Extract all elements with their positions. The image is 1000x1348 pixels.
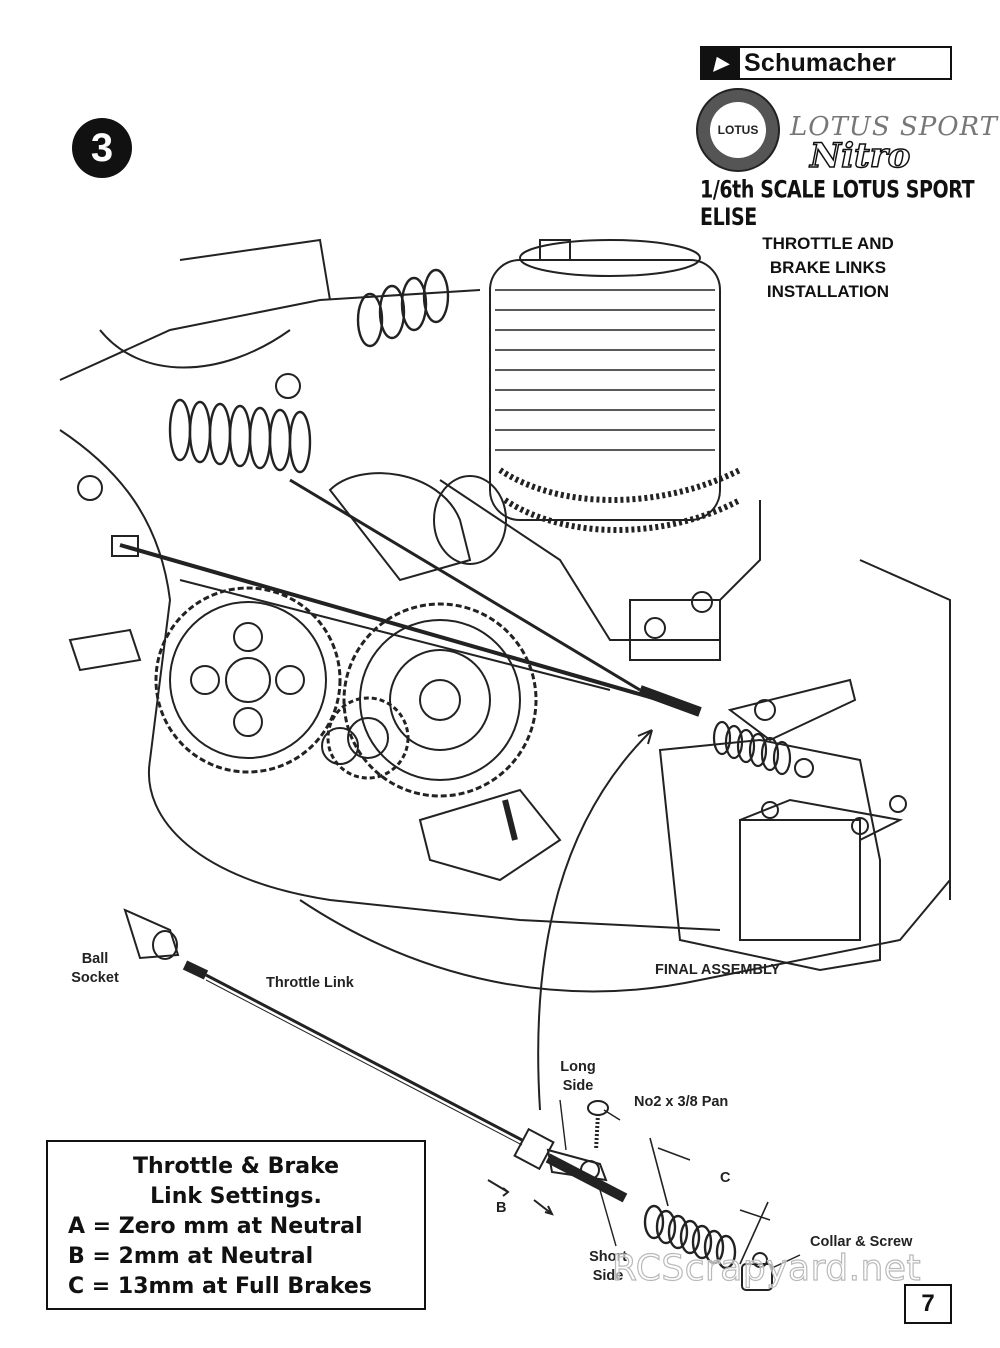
short-side-label-line: Side [592,1268,624,1284]
throttle-link-label: Throttle Link [266,975,354,991]
setting-c: C = 13mm at Full Brakes [68,1274,372,1299]
screw-label: No2 x 3/8 Pan [634,1094,729,1110]
long-side-label-line: Long [560,1059,596,1075]
ball-socket-label-line: Socket [71,970,119,986]
section-title-line: INSTALLATION [766,282,890,301]
brand-mark-icon: ▶ [702,48,740,78]
short-side-label: Short Side [582,1248,634,1286]
final-assembly-label: FINAL ASSEMBLY [655,962,781,978]
lotus-badge-text: LOTUS [710,102,766,158]
ball-socket-label: Ball Socket [62,950,128,988]
setting-b: B = 2mm at Neutral [68,1244,314,1269]
watermark: RCScrapyard.net [611,1247,922,1289]
settings-heading-line: Link Settings. [150,1184,322,1209]
long-side-label-line: Side [562,1078,594,1094]
lotus-sport-wordmark: LOTUS SPORT [790,112,998,142]
dimension-b-label: B [496,1200,507,1216]
nitro-wordmark: Nitro [809,135,911,177]
short-side-label-line: Short [589,1249,627,1265]
page-number: 7 [904,1284,952,1324]
settings-heading: Throttle & Brake Link Settings. [48,1152,424,1212]
section-title-line: THROTTLE AND [762,234,894,253]
schumacher-logo: ▶ Schumacher [700,46,952,80]
collar-screw-label: Collar & Screw [810,1234,913,1250]
setting-a: A = Zero mm at Neutral [68,1214,363,1239]
settings-heading-line: Throttle & Brake [132,1154,340,1179]
long-side-label: Long Side [550,1058,606,1096]
model-title: 1/6th SCALE LOTUS SPORT ELISE [700,176,975,231]
section-title-line: BRAKE LINKS [769,258,887,277]
link-settings-box: Throttle & Brake Link Settings. A = Zero… [46,1140,426,1310]
ball-socket-label-line: Ball [81,951,109,967]
brand-name: Schumacher [744,48,897,77]
dimension-c-label: C [720,1170,731,1186]
lotus-logo: LOTUS [696,88,780,172]
step-number-badge: 3 [72,118,132,178]
section-title: THROTTLE AND BRAKE LINKS INSTALLATION [740,232,916,304]
